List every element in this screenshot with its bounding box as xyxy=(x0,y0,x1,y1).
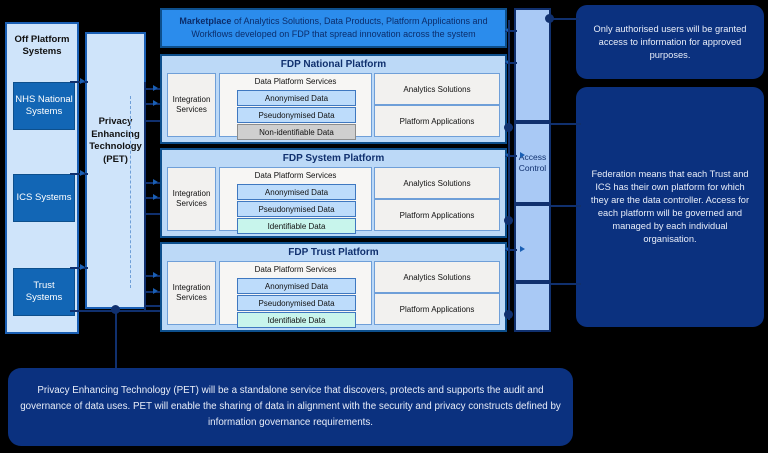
data-platform-services-title-national: Data Platform Services xyxy=(254,77,337,86)
data-row-pseudonymised-trust[interactable]: Pseudonymised Data xyxy=(237,295,356,311)
connector-system-title-to-access xyxy=(505,155,517,157)
pet-internal-dashed-divider xyxy=(130,96,131,288)
off-platform-systems-panel: Off Platform Systems NHS National System… xyxy=(5,22,79,334)
connector-national-title-to-access xyxy=(505,62,517,64)
platform-panel-trust: FDP Trust Platform Integration Services … xyxy=(160,242,507,332)
callout-access-text: Only authorised users will be granted ac… xyxy=(593,23,747,60)
callout-pet-text: Privacy Enhancing Technology (PET) will … xyxy=(20,385,561,428)
arrow-right-icon xyxy=(153,287,158,294)
platform-applications-system[interactable]: Platform Applications xyxy=(374,199,500,231)
access-control-label: Access Control xyxy=(518,152,547,173)
arrow-right-icon xyxy=(80,77,85,84)
connector-marketplace-to-access xyxy=(505,30,517,32)
callout-access-control: Only authorised users will be granted ac… xyxy=(576,5,764,79)
arrow-right-icon xyxy=(153,99,158,106)
data-row-pseudonymised-national[interactable]: Pseudonymised Data xyxy=(237,107,356,123)
access-control-segment-system[interactable] xyxy=(514,204,551,282)
connector-pet-to-national-integration-3 xyxy=(144,120,162,122)
callout-pet-description: Privacy Enhancing Technology (PET) will … xyxy=(8,368,573,446)
platform-applications-national[interactable]: Platform Applications xyxy=(374,105,500,137)
arrow-right-icon xyxy=(80,169,85,176)
access-control-segment-national[interactable] xyxy=(514,122,551,204)
analytics-solutions-trust[interactable]: Analytics Solutions xyxy=(374,261,500,293)
arrow-left-icon xyxy=(505,26,510,33)
arrow-right-icon xyxy=(520,245,525,252)
source-system-trust[interactable]: Trust Systems xyxy=(13,268,75,316)
callout-access-anchor-dot xyxy=(545,13,554,23)
connector-access-to-callout xyxy=(551,18,579,20)
data-row-identifiable-system[interactable]: Identifiable Data xyxy=(237,218,356,234)
platform-right-column-system: Analytics Solutions Platform Application… xyxy=(374,167,500,231)
integration-services-system[interactable]: Integration Services xyxy=(167,167,216,231)
platform-title-system: FDP System Platform xyxy=(282,153,385,164)
connector-access-to-federation-top xyxy=(551,123,581,125)
arrow-right-icon xyxy=(153,193,158,200)
privacy-enhancing-technology-panel: Privacy Enhancing Technology (PET) xyxy=(85,32,146,309)
access-control-segment-marketplace[interactable] xyxy=(514,8,551,122)
data-row-anonymised-national[interactable]: Anonymised Data xyxy=(237,90,356,106)
arrow-right-icon xyxy=(153,271,158,278)
pet-label: Privacy Enhancing Technology (PET) xyxy=(89,116,142,165)
data-row-pseudonymised-system[interactable]: Pseudonymised Data xyxy=(237,201,356,217)
analytics-solutions-national[interactable]: Analytics Solutions xyxy=(374,73,500,105)
marketplace-text: Marketplace of Analytics Solutions, Data… xyxy=(170,15,497,41)
callout-federation-text: Federation means that each Trust and ICS… xyxy=(590,169,750,244)
platform-right-column-trust: Analytics Solutions Platform Application… xyxy=(374,261,500,325)
connector-access-to-federation-mid xyxy=(551,205,581,207)
data-row-identifiable-trust[interactable]: Identifiable Data xyxy=(237,312,356,328)
arrow-left-icon xyxy=(505,151,510,158)
integration-services-trust[interactable]: Integration Services xyxy=(167,261,216,325)
arrow-left-icon xyxy=(505,245,510,252)
source-system-ics[interactable]: ICS Systems xyxy=(13,174,75,222)
data-platform-services-title-trust: Data Platform Services xyxy=(254,265,337,274)
integration-services-national[interactable]: Integration Services xyxy=(167,73,216,137)
junction-dot-national-applications xyxy=(504,123,513,132)
data-platform-services-title-system: Data Platform Services xyxy=(254,171,337,180)
analytics-solutions-system[interactable]: Analytics Solutions xyxy=(374,167,500,199)
connector-trust-to-pet xyxy=(70,267,88,269)
data-platform-services-trust: Data Platform Services Anonymised Data P… xyxy=(219,261,372,328)
platform-title-national: FDP National Platform xyxy=(280,59,387,70)
marketplace-bold-prefix: Marketplace xyxy=(179,16,232,26)
marketplace-banner: Marketplace of Analytics Solutions, Data… xyxy=(160,8,507,48)
connector-pet-to-pet-callout xyxy=(114,309,117,369)
platform-applications-right-spine xyxy=(508,20,510,320)
off-platform-systems-title: Off Platform Systems xyxy=(14,34,70,57)
platform-right-column-national: Analytics Solutions Platform Application… xyxy=(374,73,500,137)
connector-pet-to-system-integration-3 xyxy=(144,213,162,215)
data-platform-services-national: Data Platform Services Anonymised Data P… xyxy=(219,73,372,140)
platform-title-trust: FDP Trust Platform xyxy=(288,247,379,258)
platform-panel-system: FDP System Platform Integration Services… xyxy=(160,148,507,238)
arrow-left-icon xyxy=(505,58,510,65)
junction-dot-system-applications xyxy=(504,216,513,225)
arrow-right-icon xyxy=(153,178,158,185)
connector-trust-title-to-access xyxy=(505,249,517,251)
data-platform-services-system: Data Platform Services Anonymised Data P… xyxy=(219,167,372,234)
arrow-right-icon xyxy=(520,151,525,158)
platform-panel-national: FDP National Platform Integration Servic… xyxy=(160,54,507,144)
marketplace-body: of Analytics Solutions, Data Products, P… xyxy=(191,16,488,39)
callout-federation: Federation means that each Trust and ICS… xyxy=(576,87,764,327)
connector-nhs-to-pet xyxy=(70,81,88,83)
junction-dot-trust-applications xyxy=(504,310,513,319)
connector-access-to-federation-bottom xyxy=(551,283,581,285)
connector-ics-to-pet xyxy=(70,173,88,175)
data-row-anonymised-system[interactable]: Anonymised Data xyxy=(237,184,356,200)
data-row-non-identifiable-national[interactable]: Non-identifiable Data xyxy=(237,124,356,140)
connector-pet-to-trust-integration-3 xyxy=(144,305,162,307)
platform-applications-trust[interactable]: Platform Applications xyxy=(374,293,500,325)
arrow-right-icon xyxy=(80,263,85,270)
source-system-nhs-national[interactable]: NHS National Systems xyxy=(13,82,75,130)
data-row-anonymised-trust[interactable]: Anonymised Data xyxy=(237,278,356,294)
arrow-right-icon xyxy=(153,84,158,91)
access-control-segment-trust[interactable] xyxy=(514,282,551,332)
